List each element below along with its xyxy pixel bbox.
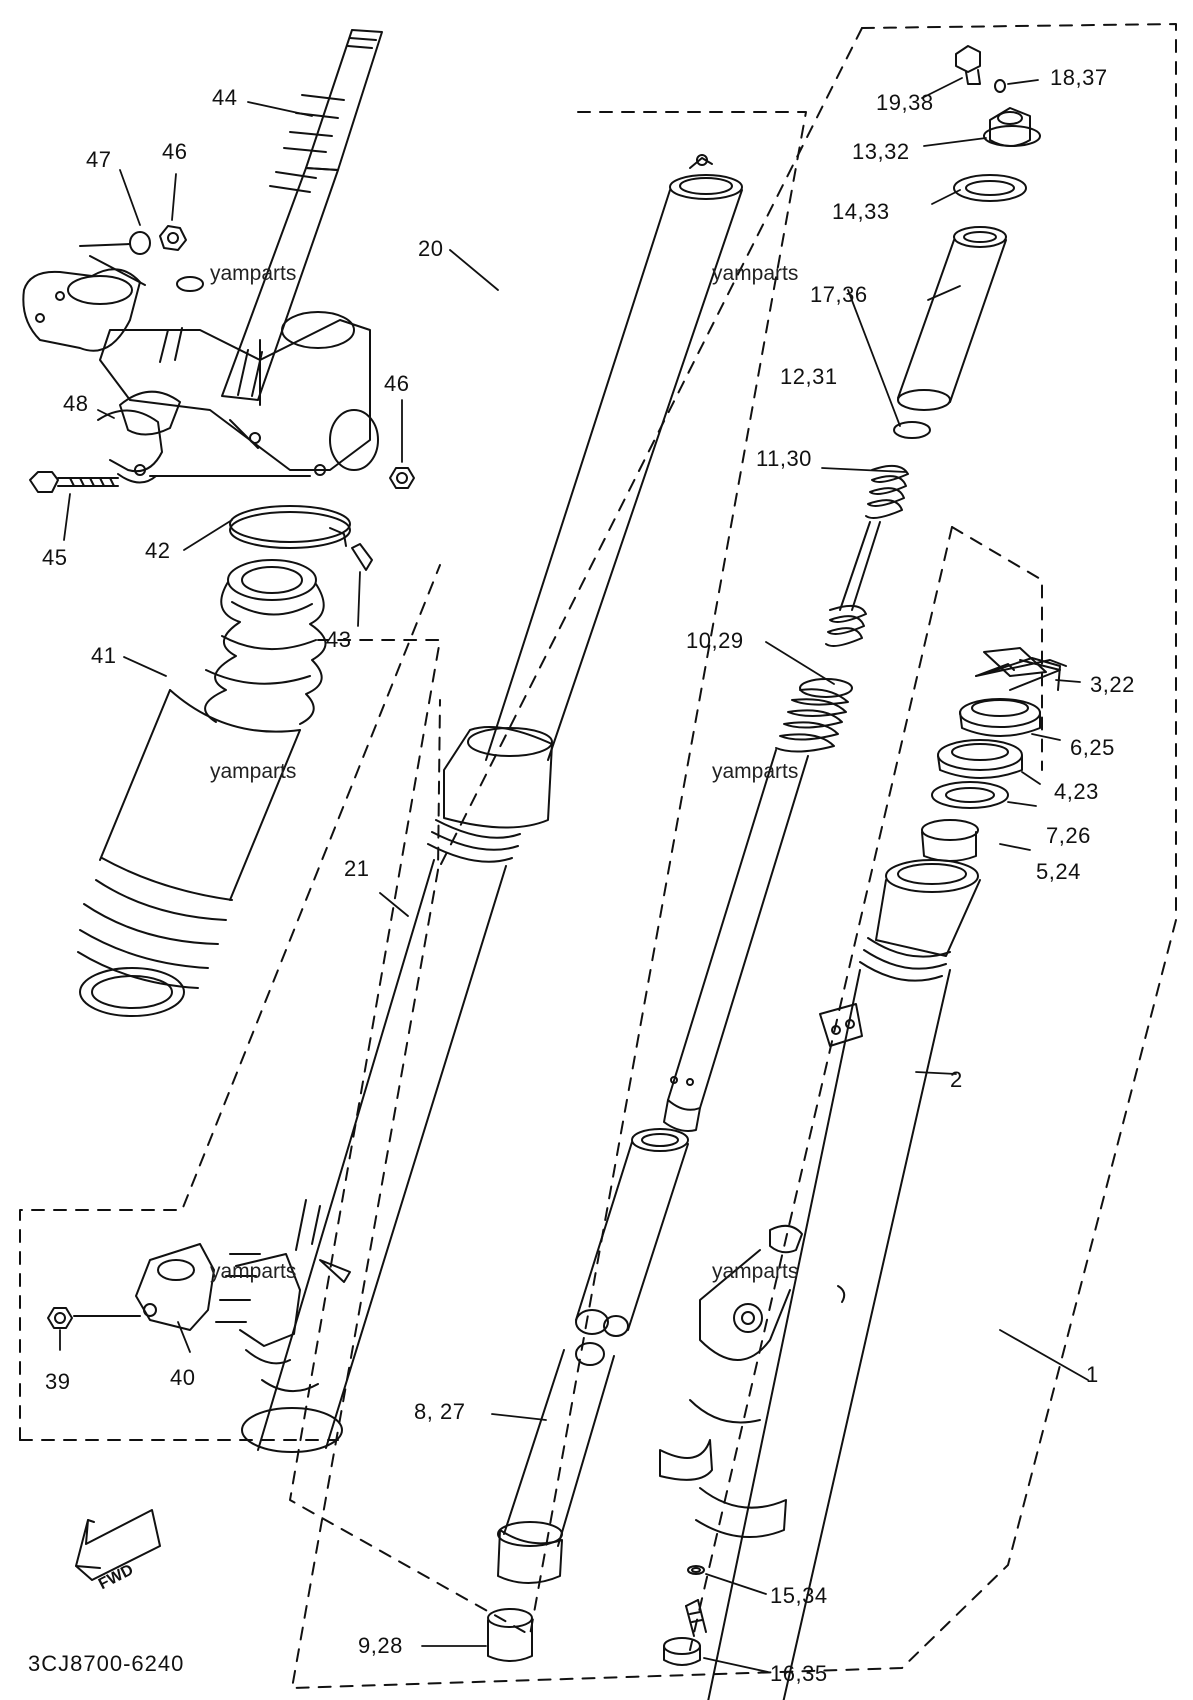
callout-46: 46 [162,139,188,164]
cap-bolt-19 [955,45,981,85]
damper-rod [663,749,809,1132]
callout-8-27: 8, 27 [414,1399,466,1424]
watermark: yamparts [210,262,297,285]
bolt-16 [663,1599,707,1666]
callout-44: 44 [212,85,238,110]
callout-48: 48 [63,391,89,416]
callout-3-22: 3,22 [1090,672,1135,697]
callout-6-25: 6,25 [1070,735,1115,760]
seal-parts [921,657,1067,862]
callout-21: 21 [344,856,370,881]
plate-3 [983,647,1047,677]
under-bracket [22,268,379,476]
watermark: yamparts [712,262,799,285]
callout-13-32: 13,32 [852,139,910,164]
cap-13 [983,107,1041,147]
callout-17-36: 17,36 [810,282,868,307]
callout-43: 43 [326,627,352,652]
outer-tube-2 [659,859,981,1700]
callout-18-37: 18,37 [1050,65,1108,90]
callout-7-26: 7,26 [1046,823,1091,848]
callout-10-29: 10,29 [686,628,744,653]
hose-clamp-42 [229,505,373,571]
steering-stem [221,29,383,401]
watermark: yamparts [712,1260,799,1283]
nut-39 [47,1307,141,1329]
callout-1: 1 [1086,1362,1099,1387]
gasket-15 [687,1565,705,1575]
catalog-code: 3CJ8700-6240 [28,1651,185,1676]
group-outline-steering [19,564,441,1441]
group-outline-inner-tube [289,111,807,1636]
callout-46: 46 [384,371,410,396]
callout-41: 41 [91,643,117,668]
rebound-spring-10 [775,678,853,753]
leader-lines [59,77,1089,1673]
watermark: yamparts [210,1260,297,1283]
callout-2: 2 [950,1067,963,1092]
callout-12-31: 12,31 [780,364,838,389]
callout-15-34: 15,34 [770,1583,828,1608]
callout-11-30: 11,30 [756,446,812,471]
bolt-45 [29,471,311,493]
cylinder-8 [497,1128,689,1584]
spring-11 [825,464,909,647]
o-ring-18 [994,79,1006,93]
nut-46-right [389,467,415,489]
watermark: yamparts [712,760,799,783]
seat-12 [893,421,931,439]
fork-boot-41 [77,559,327,1017]
callout-42: 42 [145,538,171,563]
spacer-17 [897,226,1007,411]
group-outline-outer-tube [689,526,1043,1651]
callout-19-38: 19,38 [876,90,934,115]
callout-4-23: 4,23 [1054,779,1099,804]
callout-14-33: 14,33 [832,199,890,224]
callout-47: 47 [86,147,112,172]
washer-14 [953,174,1027,202]
callout-45: 45 [42,545,68,570]
axle-holder-40 [135,1199,351,1347]
callout-20: 20 [418,236,444,261]
callout-16-35: 16,35 [770,1661,828,1686]
callout-9-28: 9,28 [358,1633,403,1658]
callout-40: 40 [170,1365,196,1390]
watermark: yamparts [210,760,297,783]
clamp-48 [97,409,163,484]
callout-39: 39 [45,1369,71,1394]
inner-tube [241,154,743,1453]
washer-nut-top [79,225,204,292]
group-outline-fork-assembly [291,23,1177,1689]
callout-5-24: 5,24 [1036,859,1081,884]
fwd-arrow-icon [75,1509,161,1581]
oil-lock-piece-9 [487,1608,533,1662]
